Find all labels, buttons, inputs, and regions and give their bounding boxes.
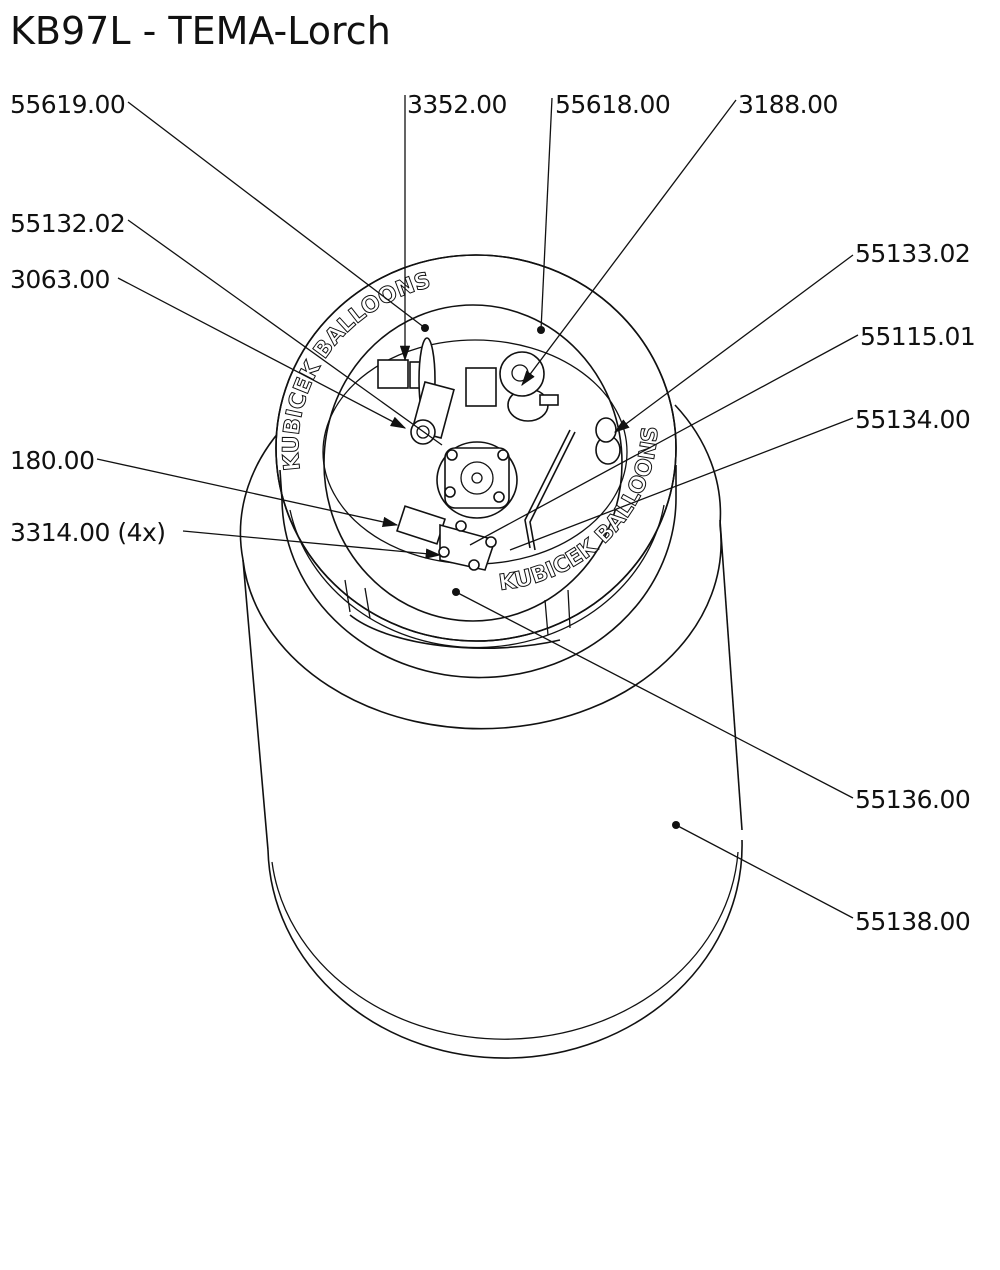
part-label-3188: 3188.00 [738, 90, 838, 119]
components [377, 337, 621, 571]
cylinder-body [239, 404, 743, 1059]
part-label-3352: 3352.00 [407, 90, 507, 119]
part-label-3314: 3314.00 (4x) [10, 518, 166, 547]
part-label-55138: 55138.00 [855, 907, 970, 936]
part-label-180: 180.00 [10, 446, 94, 475]
part-label-55134: 55134.00 [855, 405, 970, 434]
drawing-title: KB97L - TEMA-Lorch [10, 9, 391, 53]
part-label-3063: 3063.00 [10, 265, 110, 294]
part-label-55115: 55115.01 [860, 322, 975, 351]
part-label-55132: 55132.02 [10, 209, 125, 238]
leader-lines [96, 95, 859, 919]
part-label-55619: 55619.00 [10, 90, 125, 119]
part-label-55133: 55133.02 [855, 239, 970, 268]
part-label-55136: 55136.00 [855, 785, 970, 814]
part-label-55618: 55618.00 [555, 90, 670, 119]
